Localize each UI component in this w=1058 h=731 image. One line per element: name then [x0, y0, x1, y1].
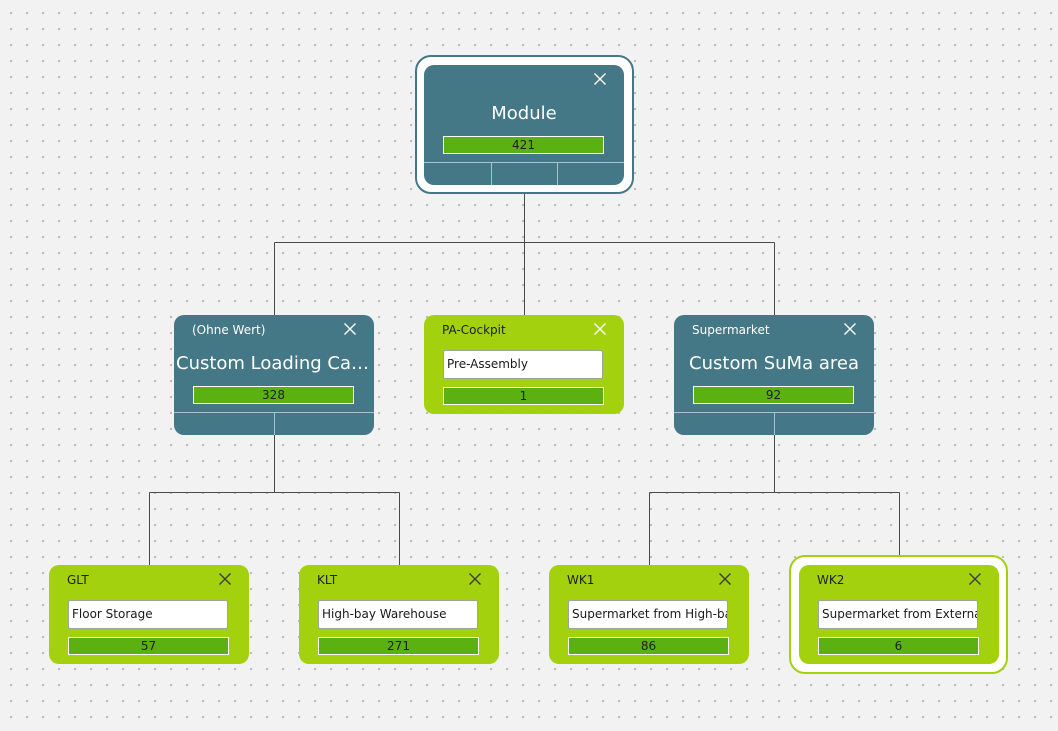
node-title: Custom SuMa area [689, 353, 859, 374]
node-wk1[interactable]: WK1 Supermarket from High-bay W 86 [549, 565, 749, 664]
footer-divider [774, 413, 775, 435]
node-title: Custom Loading Carri… [176, 353, 372, 374]
node-loading-carrier[interactable]: (Ohne Wert) Custom Loading Carri… 328 [174, 315, 374, 435]
footer-divider [274, 413, 275, 435]
close-icon[interactable] [842, 321, 858, 337]
node-header: WK2 [817, 573, 845, 587]
node-header: KLT [317, 573, 338, 587]
node-klt[interactable]: KLT High-bay Warehouse 271 [299, 565, 499, 664]
close-icon[interactable] [592, 321, 608, 337]
value-field[interactable]: Supermarket from External W [818, 600, 978, 629]
footer-divider [174, 412, 374, 413]
close-icon[interactable] [717, 571, 733, 587]
count-bar: 57 [68, 637, 229, 655]
footer-divider [424, 162, 624, 163]
value-field[interactable]: Pre-Assembly [443, 350, 603, 379]
close-icon[interactable] [467, 571, 483, 587]
node-glt[interactable]: GLT Floor Storage 57 [49, 565, 249, 664]
node-supermarket[interactable]: Supermarket Custom SuMa area 92 [674, 315, 874, 435]
value-field[interactable]: Supermarket from High-bay W [568, 600, 728, 629]
count-bar: 92 [693, 386, 854, 404]
node-pa-cockpit[interactable]: PA-Cockpit Pre-Assembly 1 [424, 315, 624, 414]
count-bar: 1 [443, 387, 604, 405]
node-wk2[interactable]: WK2 Supermarket from External W 6 [799, 565, 999, 664]
close-icon[interactable] [592, 71, 608, 87]
close-icon[interactable] [967, 571, 983, 587]
footer-divider [674, 412, 874, 413]
node-header: PA-Cockpit [442, 323, 506, 337]
footer-divider [557, 163, 558, 185]
node-header: Supermarket [692, 323, 770, 337]
count-bar: 328 [193, 386, 354, 404]
footer-divider [491, 163, 492, 185]
node-header: (Ohne Wert) [192, 323, 266, 337]
count-bar: 421 [443, 136, 604, 154]
count-bar: 86 [568, 637, 729, 655]
value-field[interactable]: High-bay Warehouse [318, 600, 478, 629]
value-field[interactable]: Floor Storage [68, 600, 228, 629]
close-icon[interactable] [217, 571, 233, 587]
node-title: Module [491, 103, 557, 124]
close-icon[interactable] [342, 321, 358, 337]
node-header: WK1 [567, 573, 595, 587]
node-header: GLT [67, 573, 89, 587]
count-bar: 271 [318, 637, 479, 655]
count-bar: 6 [818, 637, 979, 655]
root-node-module[interactable]: Module 421 [424, 65, 624, 185]
